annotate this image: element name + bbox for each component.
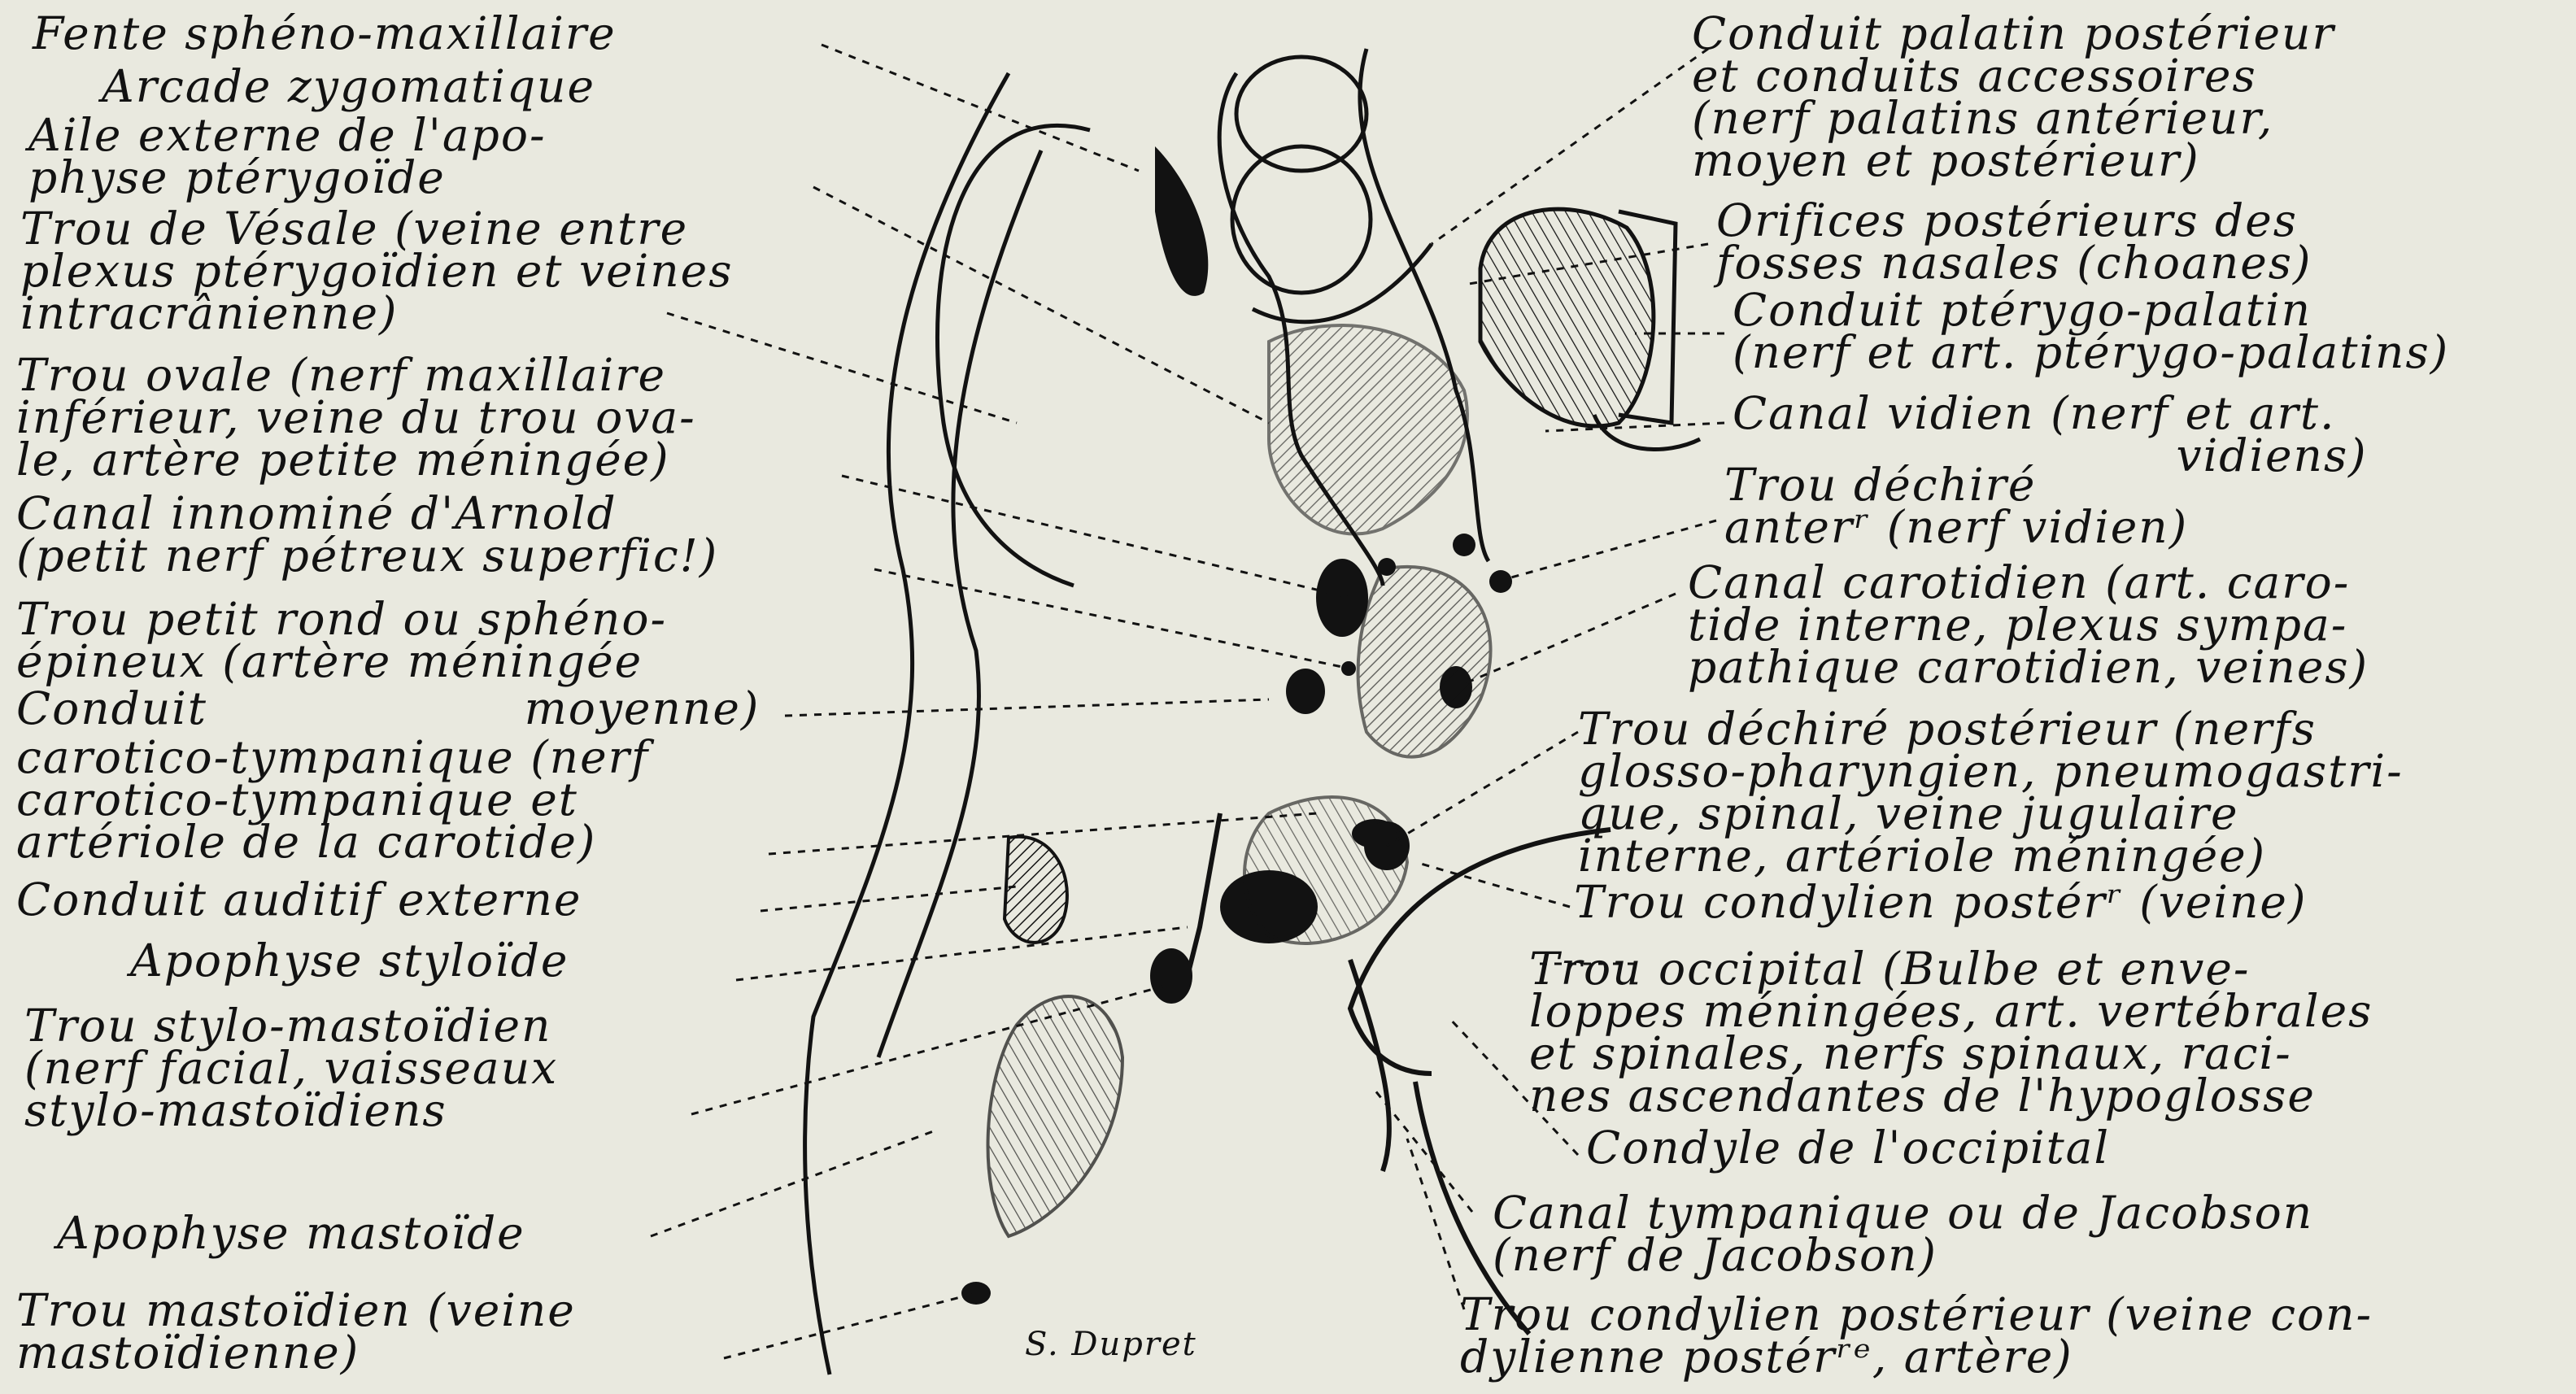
pterygoid-region [1155,146,1467,534]
label-fente-spheno-maxillaire: Fente sphéno-maxillaire [33,12,617,54]
label-conduit-auditif: Conduit auditif externe [16,878,582,921]
label-trou-petit-rond: Trou petit rond ou sphéno- épineux (artè… [16,598,667,682]
label-conduit-pterygo-palatin: Conduit ptérygo-palatin (nerf et art. pt… [1733,289,2449,373]
label-apophyse-styloide: Apophyse styloïde [130,939,569,982]
label-condyle-occipital: Condyle de l'occipital [1586,1126,2110,1169]
label-carotico-tympanique: carotico-tympanique (nerf carotico-tympa… [16,736,649,863]
label-canal-arnold: Canal innominé d'Arnold (petit nerf pétr… [16,492,718,577]
artist-signature: S. Dupret [1025,1326,1197,1363]
label-trou-condylien-2: Trou condylien postérieur (veine con- dy… [1460,1293,2373,1378]
label-trou-mastoidien: Trou mastoïdien (veine mastoïdienne) [16,1289,576,1374]
label-conduit: Conduit moyenne) [16,687,760,730]
label-trou-dechire-posterieur: Trou déchiré postérieur (nerfs glosso-ph… [1578,708,2404,877]
label-conduit-palatin: Conduit palatin postérieur et conduits a… [1692,12,2335,181]
label-canal-carotidien: Canal carotidien (art. caro- tide intern… [1688,561,2369,688]
label-trou-dechire-anterieur: Trou déchiré anterʳ (nerf vidien) [1724,464,2188,548]
styloid-process [1188,813,1220,976]
choanes-shape [1480,209,1700,449]
auditory-meatus [1005,837,1067,943]
mastoid-region [988,996,1122,1236]
label-apophyse-mastoide: Apophyse mastoïde [57,1212,525,1254]
label-trou-condylien-1: Trou condylien postérʳ (veine) [1574,881,2307,923]
label-trou-stylo-mastoidien: Trou stylo-mastoïdien (nerf facial, vais… [24,1004,558,1131]
label-trou-de-vesale: Trou de Vésale (veine entre plexus ptéry… [20,207,733,334]
label-arcade-zygomatique: Arcade zygomatique [102,65,595,107]
label-trou-occipital: Trou occipital (Bulbe et enve- loppes mé… [1529,947,2373,1117]
label-canal-tympanique: Canal tympanique ou de Jacobson (nerf de… [1493,1191,2313,1276]
molar-teeth [1232,57,1432,322]
petrous-region [1244,567,1491,943]
label-choanes: Orifices postérieurs des fosses nasales … [1716,199,2312,284]
label-aile-externe: Aile externe de l'apo- physe ptérygoïde [28,114,547,198]
label-trou-ovale: Trou ovale (nerf maxillaire inférieur, v… [16,354,696,481]
